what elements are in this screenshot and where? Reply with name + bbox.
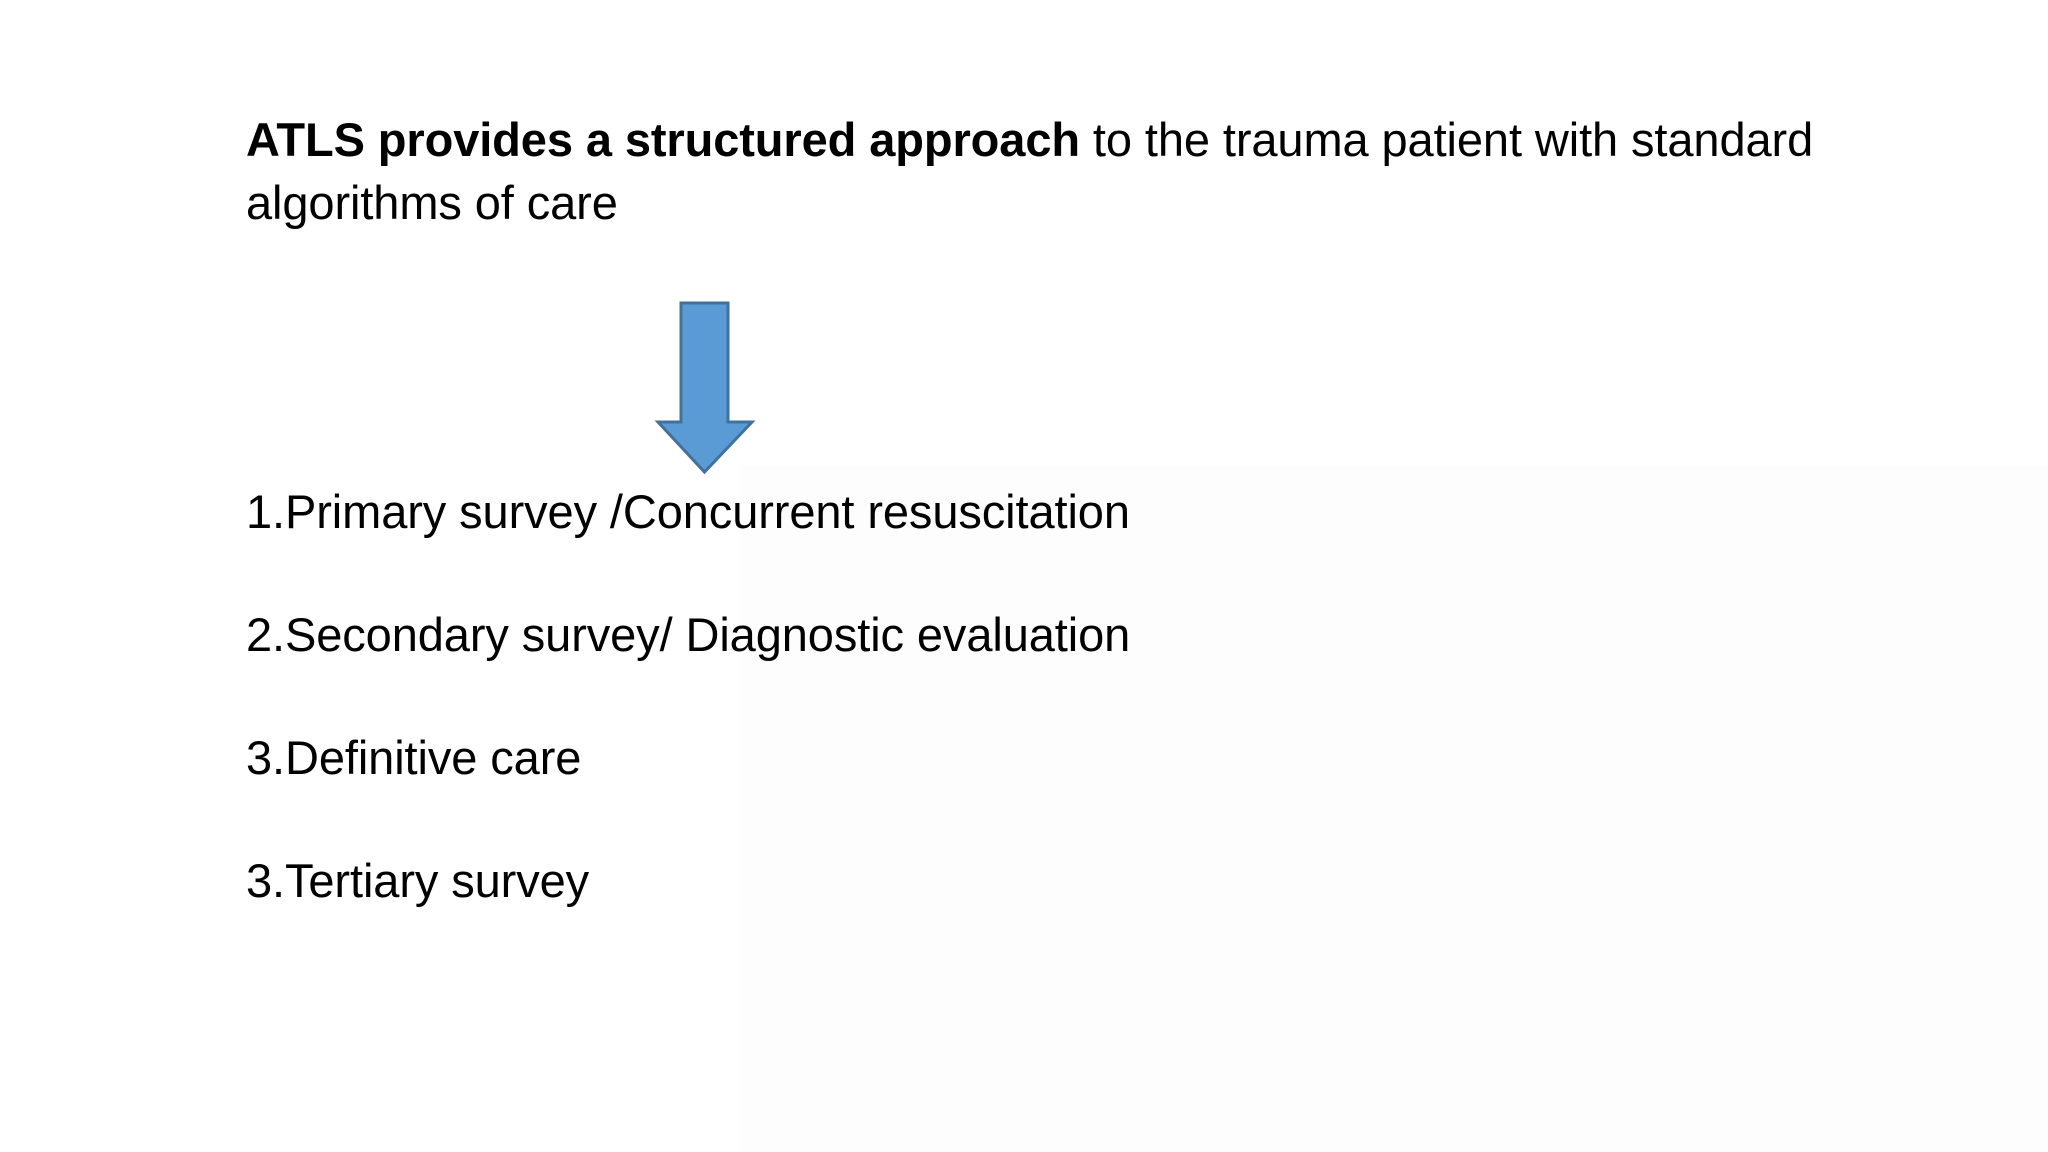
- list-item: 1.Primary survey /Concurrent resuscitati…: [246, 485, 1130, 538]
- numbered-list: 1.Primary survey /Concurrent resuscitati…: [246, 486, 1746, 907]
- heading-rest: to the trauma patient with standard algo…: [246, 113, 1827, 229]
- list-item: 3.Definitive care: [246, 731, 582, 784]
- heading-bold-lead: ATLS provides a structured approach: [246, 113, 1080, 166]
- down-arrow-icon: [652, 298, 760, 478]
- list-item: 3.Tertiary survey: [246, 854, 590, 907]
- slide-heading: ATLS provides a structured approach to t…: [246, 108, 1866, 234]
- list-item: 2.Secondary survey/ Diagnostic evaluatio…: [246, 608, 1131, 661]
